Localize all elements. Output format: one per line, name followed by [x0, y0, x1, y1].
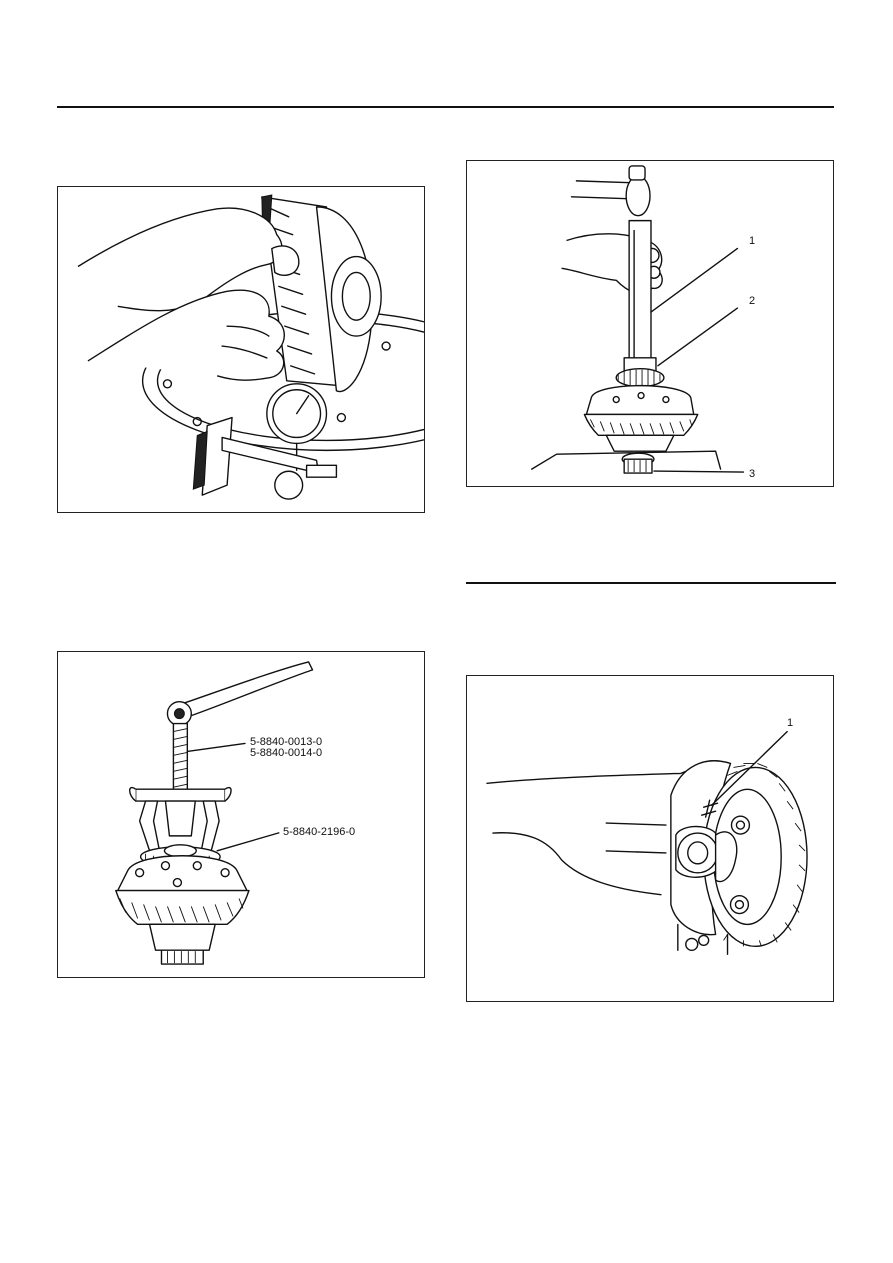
callout-2: 2	[749, 295, 756, 307]
section-rule	[466, 582, 836, 584]
tool-number-1: 5-8840-0013-0	[250, 736, 323, 748]
figure-ring-gear-mark: 1	[466, 675, 834, 1002]
callout-1: 1	[787, 717, 794, 729]
tool-number-3: 5-8840-2196-0	[283, 826, 356, 838]
header-rule	[57, 106, 834, 108]
bearing-puller-illustration	[115, 661, 314, 965]
differential-ring-gear-mark-illustration	[486, 730, 808, 955]
backlash-dial-gauge-illustration	[77, 194, 424, 500]
figure-bearing-installer: 1 2 3	[466, 160, 834, 487]
figure-backlash-dial-gauge	[57, 186, 425, 513]
callout-1: 1	[749, 235, 756, 247]
callout-3: 3	[749, 468, 756, 480]
tool-number-2: 5-8840-0014-0	[250, 747, 323, 759]
figure-bearing-puller: 5-8840-0013-0 5-8840-0014-0 5-8840-2196-…	[57, 651, 425, 978]
bearing-installer-illustration	[531, 165, 745, 474]
